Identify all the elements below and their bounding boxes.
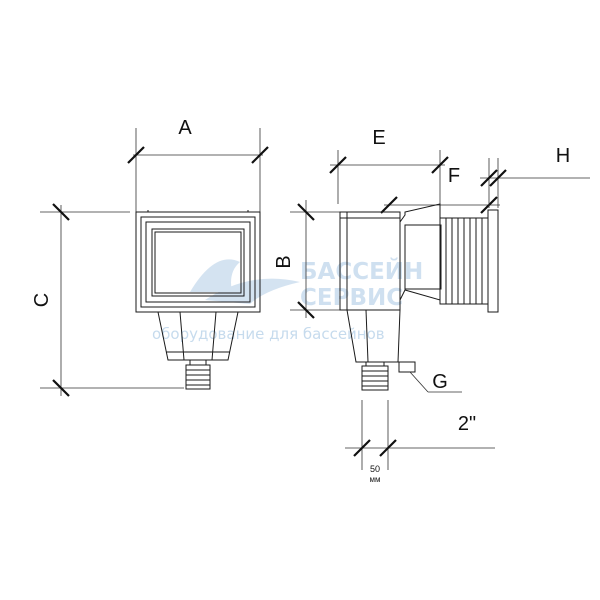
watermark-tagline: оборудование для бассейнов	[152, 325, 385, 343]
watermark-line1: БАССЕЙН	[300, 257, 423, 285]
side-outlet-thread	[361, 365, 389, 391]
dim-e-tick-left	[329, 156, 347, 174]
side-mouth-frame	[399, 203, 441, 301]
side-extension-flange	[487, 209, 499, 313]
dim-h-tick-right	[489, 169, 507, 187]
label-thread-size: 2"	[458, 413, 476, 435]
front-body-outer	[135, 211, 261, 313]
front-outlet-thread	[185, 364, 211, 390]
label-a: A	[178, 117, 192, 139]
front-view: A C	[31, 117, 269, 397]
label-dim-unit: мм	[370, 475, 381, 484]
side-housing-rib	[365, 309, 369, 363]
label-e: E	[372, 127, 385, 149]
label-dim-value: 50	[370, 464, 380, 474]
front-housing-lower	[157, 311, 239, 361]
dim-thread-tick-right	[379, 439, 397, 457]
label-g-leader	[409, 371, 429, 393]
dim-c-tick-bottom	[52, 379, 70, 397]
watermark-logo: БАССЕЙН СЕРВИС оборудование для бассейно…	[152, 257, 423, 343]
front-opening-inner	[154, 231, 242, 294]
watermark-line2: СЕРВИС	[300, 285, 403, 311]
dim-thread-tick-left	[353, 439, 371, 457]
dim-f-tick-left	[380, 196, 398, 214]
side-view: B E F H	[273, 127, 590, 484]
dim-b-tick-top	[297, 203, 315, 221]
label-c: C	[31, 293, 53, 307]
side-mouth-inner	[404, 224, 442, 290]
dim-a-tick-left	[127, 146, 145, 164]
label-g: G	[432, 371, 448, 393]
dim-a-tick-right	[251, 146, 269, 164]
side-housing-lower	[346, 309, 401, 363]
side-body	[339, 211, 401, 311]
dim-b-tick-bottom	[297, 301, 315, 319]
front-body-rim	[140, 216, 256, 308]
side-port-g	[398, 361, 416, 373]
front-body-flange	[145, 221, 251, 303]
label-f: F	[448, 165, 460, 187]
dim-e-tick-right	[431, 156, 449, 174]
label-h: H	[556, 145, 570, 167]
dim-h-tick-left	[480, 169, 498, 187]
front-opening	[151, 228, 245, 297]
dim-c-tick-top	[52, 203, 70, 221]
label-b: B	[273, 255, 295, 268]
